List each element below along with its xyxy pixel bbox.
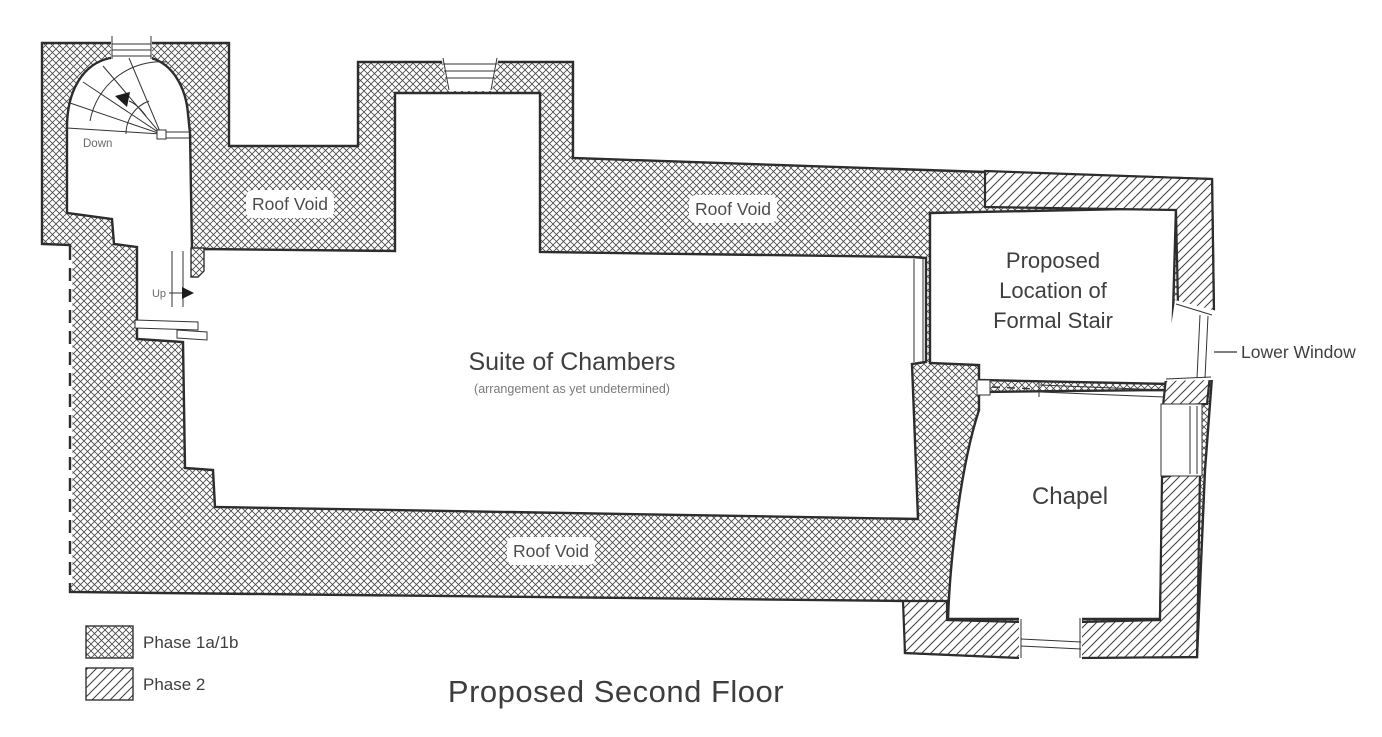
legend-label-phase1: Phase 1a/1b xyxy=(143,633,238,652)
stair-tread xyxy=(82,81,162,135)
glazing-line xyxy=(1204,315,1209,379)
formal-stair-label-line1: Proposed xyxy=(1006,248,1100,273)
hatched-tab xyxy=(190,247,205,278)
phase2-chapel-south-west-wall xyxy=(901,599,1023,660)
roof-void-label-top-left: Roof Void xyxy=(252,194,328,214)
label-chip xyxy=(246,190,334,218)
lower-window-callout: Lower Window xyxy=(1214,342,1356,362)
suite-note-label: (arrangement as yet undetermined) xyxy=(474,382,670,396)
legend-swatch-phase2 xyxy=(85,667,134,701)
chapel-south-window xyxy=(1019,617,1082,660)
stair-tread xyxy=(102,65,162,135)
window-opening xyxy=(1163,300,1217,381)
sheet-title: Proposed Second Floor xyxy=(448,674,784,709)
stair-tread xyxy=(66,127,162,135)
turret-window xyxy=(111,34,152,60)
landing-step xyxy=(176,329,208,341)
legend-swatch-phase1 xyxy=(85,625,134,659)
partitions xyxy=(913,259,1165,398)
partition-line xyxy=(1039,391,1165,398)
windows xyxy=(111,34,1217,660)
bay-window xyxy=(441,56,499,91)
down-arrow-icon xyxy=(115,92,130,107)
formal-stair-label-line2: Location of xyxy=(999,278,1108,303)
suite-of-chambers-label: Suite of Chambers xyxy=(468,348,675,376)
window-opening xyxy=(441,56,499,91)
window-opening xyxy=(1019,617,1082,660)
stair-annotations: Down Up xyxy=(83,138,166,300)
roof-void-label-bottom: Roof Void xyxy=(513,541,589,561)
up-arrow-icon xyxy=(182,287,194,299)
window-reveal xyxy=(1165,376,1212,380)
formal-stair-label-line3: Formal Stair xyxy=(993,308,1113,333)
up-stair xyxy=(134,247,208,341)
newel-post xyxy=(156,129,167,140)
spiral-stair xyxy=(66,57,191,140)
partition-dashed-line xyxy=(991,386,1037,390)
label-chip xyxy=(689,195,777,223)
stair-walking-arc-outer xyxy=(89,61,168,122)
roof-void-label-top-right: Roof Void xyxy=(695,199,771,219)
glazing-line xyxy=(1196,314,1201,379)
chapel-label: Chapel xyxy=(1032,483,1108,510)
window-jamb xyxy=(490,57,498,91)
landing-step xyxy=(134,319,199,331)
east-strip-window xyxy=(1160,403,1203,477)
roof-void-labels: Roof Void Roof Void Roof Void xyxy=(246,190,777,565)
partition-stub xyxy=(976,379,991,396)
lower-window xyxy=(1163,300,1217,381)
stair-down-label: Down xyxy=(83,138,112,150)
room-labels: Suite of Chambers (arrangement as yet un… xyxy=(468,248,1112,510)
stair-tread xyxy=(69,102,162,135)
stair-walking-arc-inner xyxy=(125,100,150,135)
glazing-line xyxy=(1020,638,1082,643)
stair-up-label: Up xyxy=(152,288,166,300)
label-chip xyxy=(507,537,595,565)
window-opening xyxy=(1160,403,1203,477)
partition-line xyxy=(1039,384,1165,391)
down-direction-tail xyxy=(128,100,147,117)
window-reveal xyxy=(1175,303,1213,316)
legend-label-phase2: Phase 2 xyxy=(143,675,205,694)
stair-tread xyxy=(128,57,162,135)
lower-window-label: Lower Window xyxy=(1241,342,1356,362)
legend: Phase 1a/1b Phase 2 xyxy=(85,625,238,701)
window-jamb xyxy=(442,57,450,91)
glazing-line xyxy=(1020,645,1082,650)
